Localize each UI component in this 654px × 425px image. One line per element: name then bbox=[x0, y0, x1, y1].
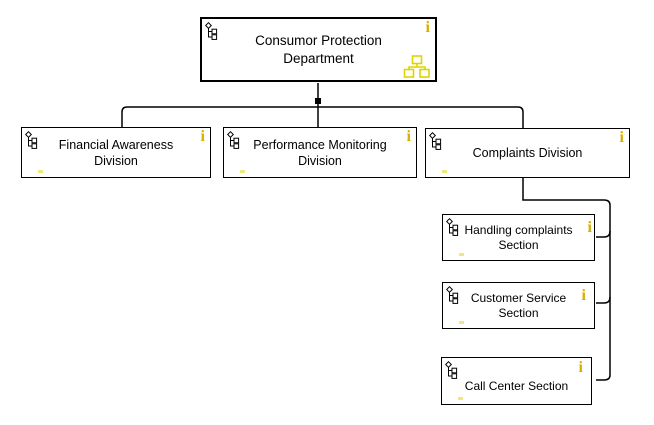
info-icon[interactable]: i bbox=[587, 219, 592, 236]
node-label-line1: Performance Monitoring bbox=[253, 137, 387, 152]
org-unit-icon bbox=[25, 131, 38, 149]
node-performance-monitoring-division[interactable]: Performance Monitoring Division i bbox=[223, 127, 417, 178]
node-label-line2: Division bbox=[298, 153, 342, 168]
info-icon[interactable]: i bbox=[581, 287, 586, 304]
attribute-marker bbox=[458, 397, 463, 400]
assignment-org-chart-icon[interactable] bbox=[403, 55, 431, 78]
attribute-marker bbox=[38, 170, 43, 173]
org-unit-icon bbox=[227, 131, 240, 149]
node-complaints-division[interactable]: Complaints Division i bbox=[425, 128, 630, 178]
info-icon[interactable]: i bbox=[619, 129, 624, 146]
node-label-line1: Call Center Section bbox=[464, 379, 569, 393]
attribute-marker bbox=[459, 253, 464, 256]
connector-complaints-trunk bbox=[522, 178, 611, 381]
node-label-line2: Division bbox=[94, 153, 138, 168]
node-financial-awareness-division[interactable]: Financial Awareness Division i bbox=[21, 127, 211, 178]
node-handling-complaints-section[interactable]: Handling complaints Section i bbox=[442, 214, 595, 261]
node-label-line1: Handling complaints bbox=[464, 222, 573, 237]
node-label-line1: Customer Service bbox=[470, 290, 567, 305]
node-customer-service-section[interactable]: Customer Service Section i bbox=[442, 282, 595, 329]
info-icon[interactable]: i bbox=[406, 128, 411, 145]
attribute-marker bbox=[442, 170, 447, 173]
node-label-line1: Financial Awareness bbox=[58, 137, 174, 152]
info-icon[interactable]: i bbox=[425, 19, 430, 36]
node-label-line2: Section bbox=[498, 305, 539, 320]
node-label-line2: Department bbox=[283, 50, 354, 66]
node-call-center-section[interactable]: Call Center Section i bbox=[441, 357, 592, 405]
connector-divisions-rail bbox=[121, 106, 524, 128]
org-unit-icon bbox=[205, 22, 218, 40]
connector-junction-dot bbox=[315, 98, 321, 104]
info-icon[interactable]: i bbox=[578, 359, 583, 376]
connector-stub-handling bbox=[596, 230, 611, 238]
node-consumor-protection-department[interactable]: Consumor Protection Department i bbox=[200, 17, 437, 82]
info-icon[interactable]: i bbox=[200, 128, 205, 145]
connector-stub-customer bbox=[596, 296, 611, 304]
attribute-marker bbox=[240, 170, 245, 173]
org-unit-icon bbox=[445, 361, 458, 379]
node-label-line2: Section bbox=[498, 237, 539, 252]
node-label-line1: Consumor Protection bbox=[255, 32, 382, 48]
org-unit-icon bbox=[429, 132, 442, 150]
attribute-marker bbox=[459, 321, 464, 324]
node-label-line1: Complaints Division bbox=[472, 146, 583, 160]
org-unit-icon bbox=[446, 286, 459, 304]
org-unit-icon bbox=[446, 218, 459, 236]
